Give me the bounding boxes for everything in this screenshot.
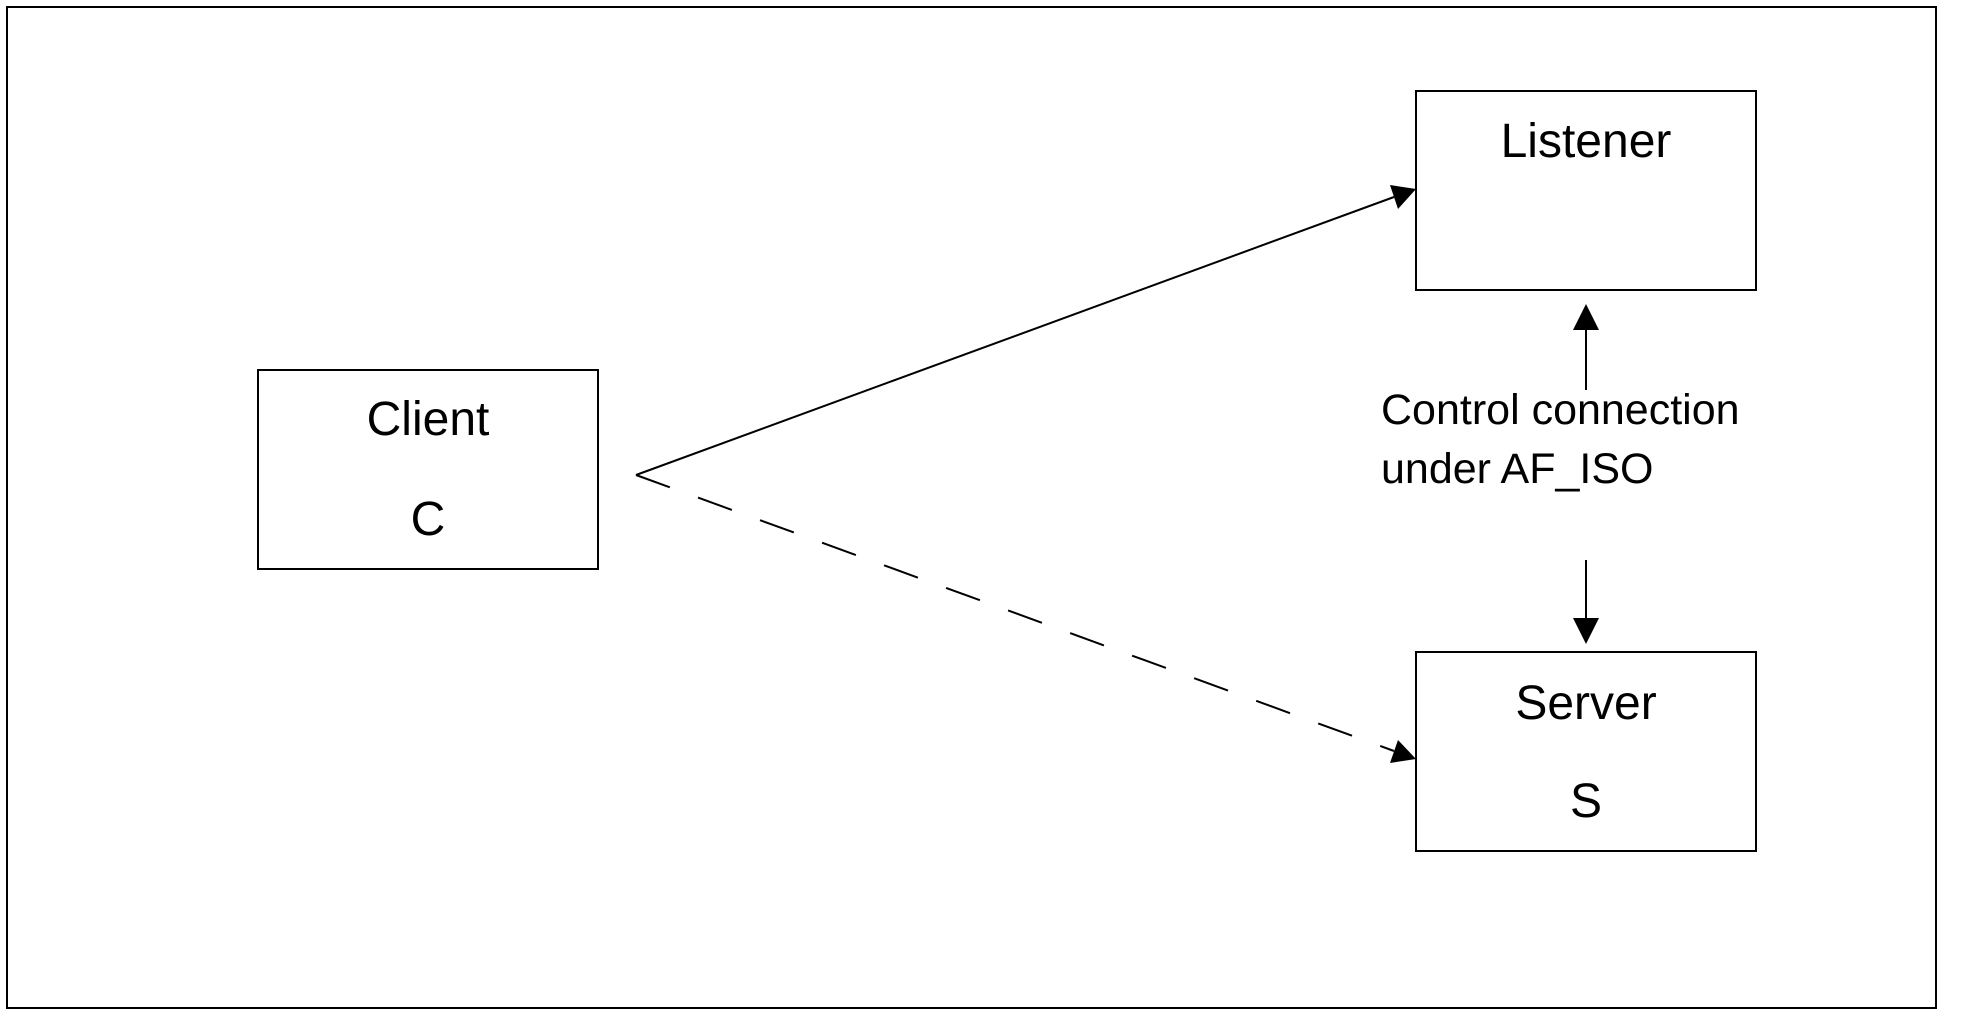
client-to-server-arrowhead (1390, 740, 1416, 763)
diagram-frame (6, 6, 1937, 1009)
server-box (1415, 651, 1757, 852)
control-caption-line1: Control connection (1381, 386, 1740, 434)
client-to-server-arrow (635, 474, 1416, 763)
control-up-arrowhead (1573, 304, 1599, 330)
server-title: Server (1515, 677, 1656, 730)
listener-box (1415, 90, 1757, 291)
client-to-listener-arrow (635, 185, 1416, 476)
client-to-listener-line (635, 196, 1395, 476)
control-connection: Control connection under AF_ISO (1381, 304, 1740, 644)
client-title: Client (367, 393, 490, 446)
control-down-arrowhead (1573, 618, 1599, 644)
listener-title: Listener (1501, 115, 1672, 168)
client-box (257, 369, 599, 570)
server-node: Server S (1415, 651, 1757, 852)
listener-node: Listener (1415, 90, 1757, 291)
control-caption-line2: under AF_ISO (1381, 445, 1654, 493)
client-label: C (411, 493, 446, 546)
server-label: S (1570, 775, 1602, 828)
client-to-listener-arrowhead (1390, 185, 1416, 209)
client-node: Client C (257, 369, 599, 570)
client-to-server-line (635, 474, 1395, 752)
